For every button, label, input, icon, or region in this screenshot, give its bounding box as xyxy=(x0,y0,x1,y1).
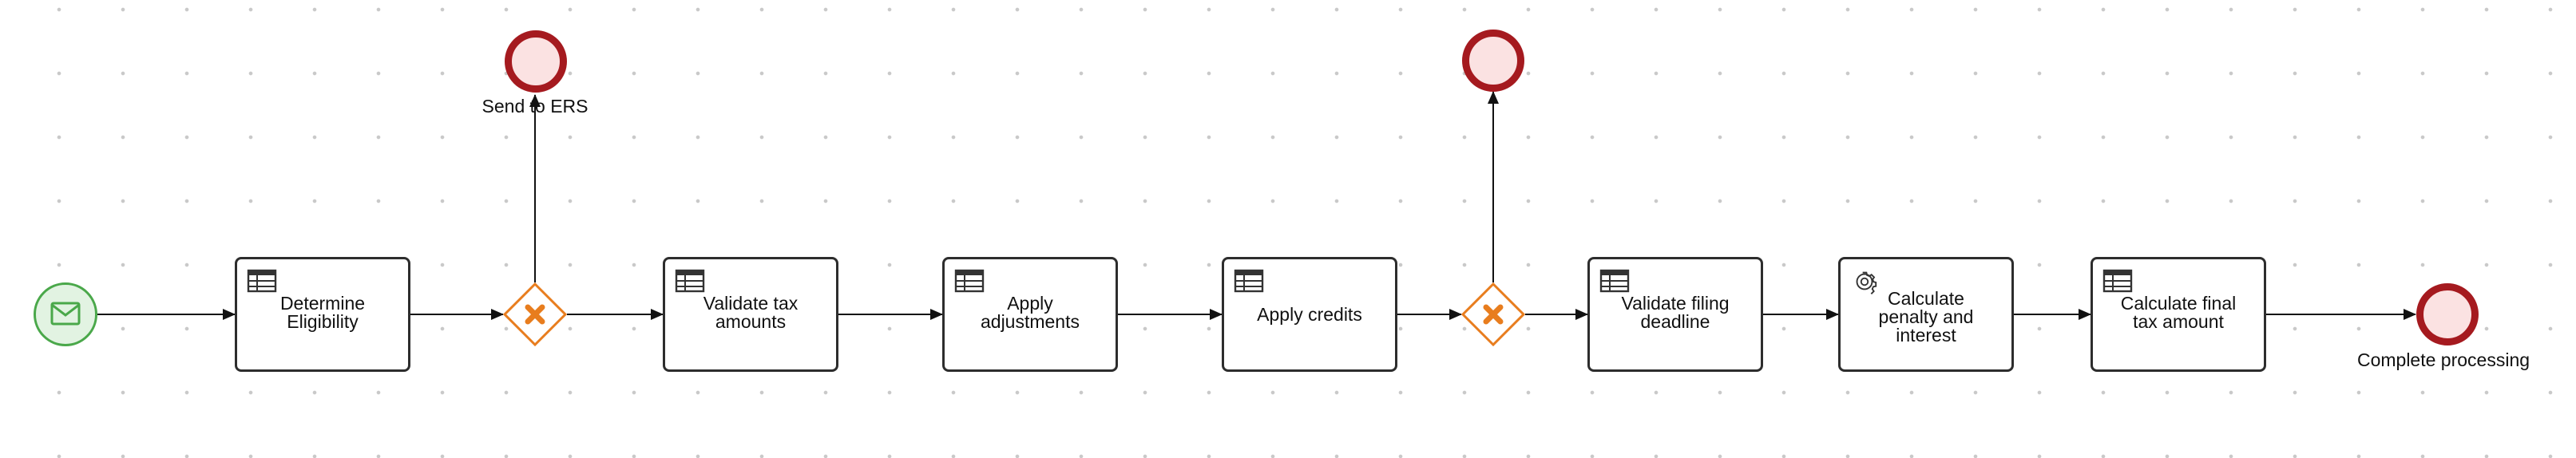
task-label: Validate tax amounts xyxy=(703,293,799,332)
end-event-unlabeled[interactable] xyxy=(1462,30,1524,92)
task-label: Calculate penalty and interest xyxy=(1878,288,1974,345)
task-validate-tax-amounts[interactable]: Validate tax amounts xyxy=(663,257,838,372)
exclusive-gateway-2[interactable] xyxy=(1461,282,1525,346)
gear-icon xyxy=(1856,271,1877,294)
end-event-label-send-to-ers: Send to ERS xyxy=(482,96,589,116)
envelope-icon xyxy=(50,302,81,326)
exclusive-gateway-1[interactable] xyxy=(503,282,567,346)
task-label: Apply adjustments xyxy=(980,293,1080,332)
x-icon xyxy=(1483,304,1504,325)
task-determine-eligibility[interactable]: Determine Eligibility xyxy=(235,257,410,372)
task-apply-adjustments[interactable]: Apply adjustments xyxy=(942,257,1118,372)
table-icon xyxy=(954,269,985,293)
task-calculate-penalty-and-interest[interactable]: Calculate penalty and interest xyxy=(1838,257,2014,372)
task-label: Validate filing deadline xyxy=(1621,293,1730,332)
x-icon xyxy=(525,304,545,325)
end-event-send-to-ers[interactable] xyxy=(505,30,567,93)
task-calculate-final-tax-amount[interactable]: Calculate final tax amount xyxy=(2091,257,2266,372)
table-icon xyxy=(1234,269,1264,293)
start-event-message[interactable] xyxy=(34,282,97,346)
task-label: Determine Eligibility xyxy=(279,293,366,332)
end-event-label-complete-processing: Complete processing xyxy=(2356,349,2530,370)
table-icon xyxy=(2102,269,2133,293)
task-apply-credits[interactable]: Apply credits xyxy=(1222,257,1397,372)
task-validate-filing-deadline[interactable]: Validate filing deadline xyxy=(1587,257,1763,372)
table-icon xyxy=(675,269,705,293)
task-label: Calculate final tax amount xyxy=(2120,293,2237,332)
end-event-complete-processing[interactable] xyxy=(2416,283,2479,345)
table-icon xyxy=(1599,269,1630,293)
task-label: Apply credits xyxy=(1257,303,1362,325)
table-icon xyxy=(247,269,277,293)
